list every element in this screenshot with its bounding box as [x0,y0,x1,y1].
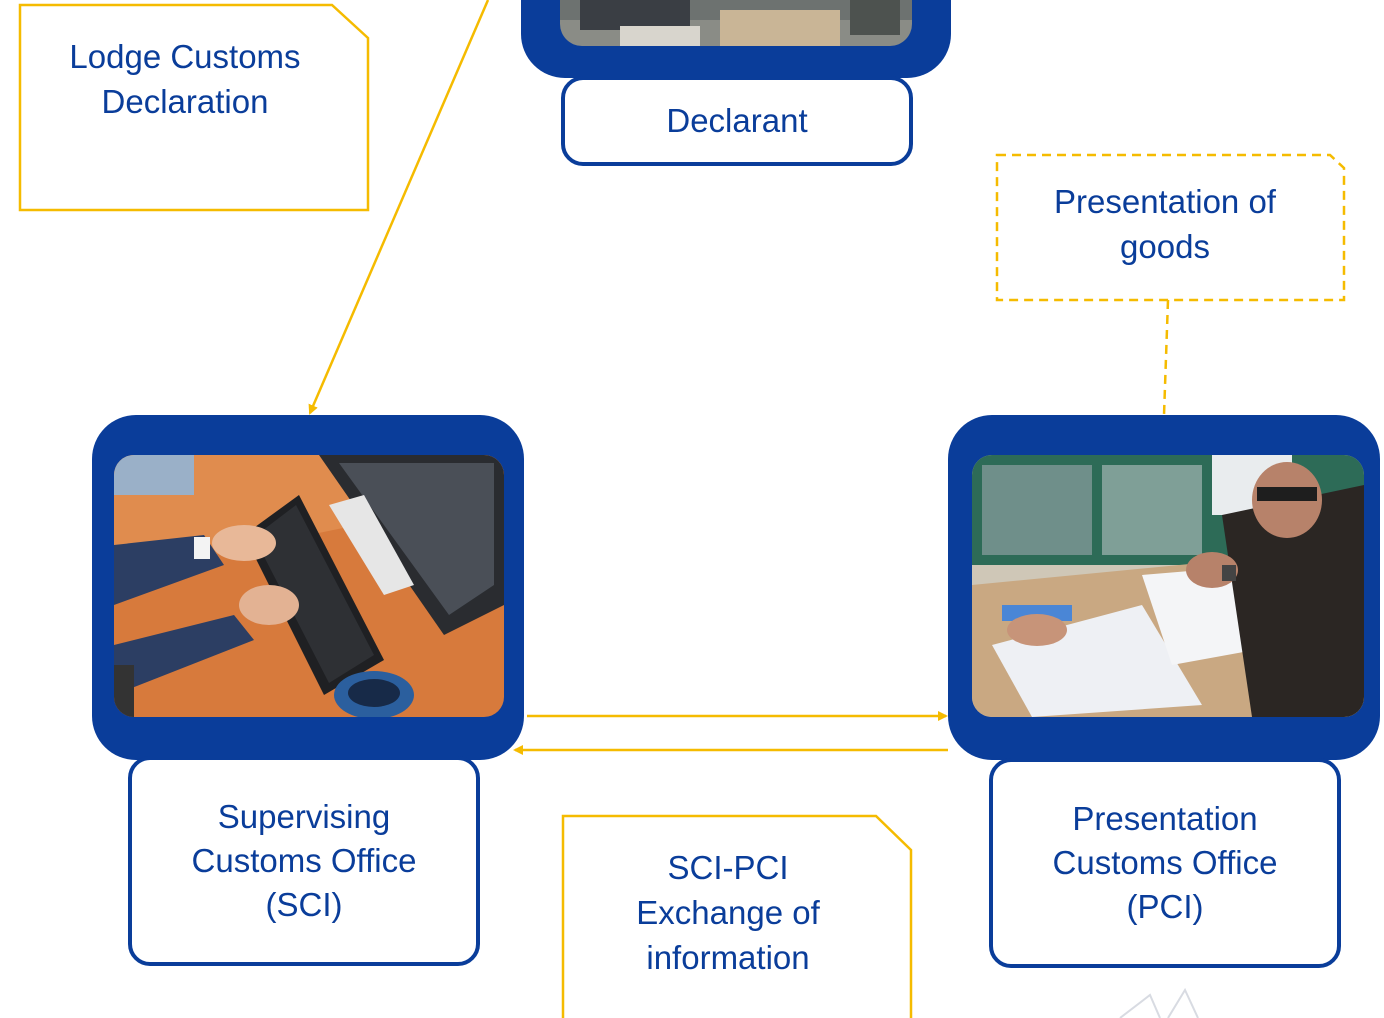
sci-photo-icon [114,455,504,717]
declarant-label: Declarant [666,102,808,139]
sci-label-box: Supervising Customs Office (SCI) [128,756,480,966]
pci-label: Presentation Customs Office (PCI) [1052,800,1278,925]
declarant-label-box: Declarant [561,76,913,166]
sci-label: Supervising Customs Office (SCI) [191,798,417,923]
pci-photo-icon [972,455,1364,717]
presentation-note-text: Presentation of goods [1054,183,1276,265]
watermark-mark-icon [1119,987,1199,1018]
exchange-note-text: SCI-PCI Exchange of information [636,849,820,976]
presentation-dashed-connector [1162,299,1170,416]
pci-label-box: Presentation Customs Office (PCI) [989,758,1341,968]
declarant-photo-icon [560,0,912,46]
lodge-note-text: Lodge Customs Declaration [69,38,301,120]
